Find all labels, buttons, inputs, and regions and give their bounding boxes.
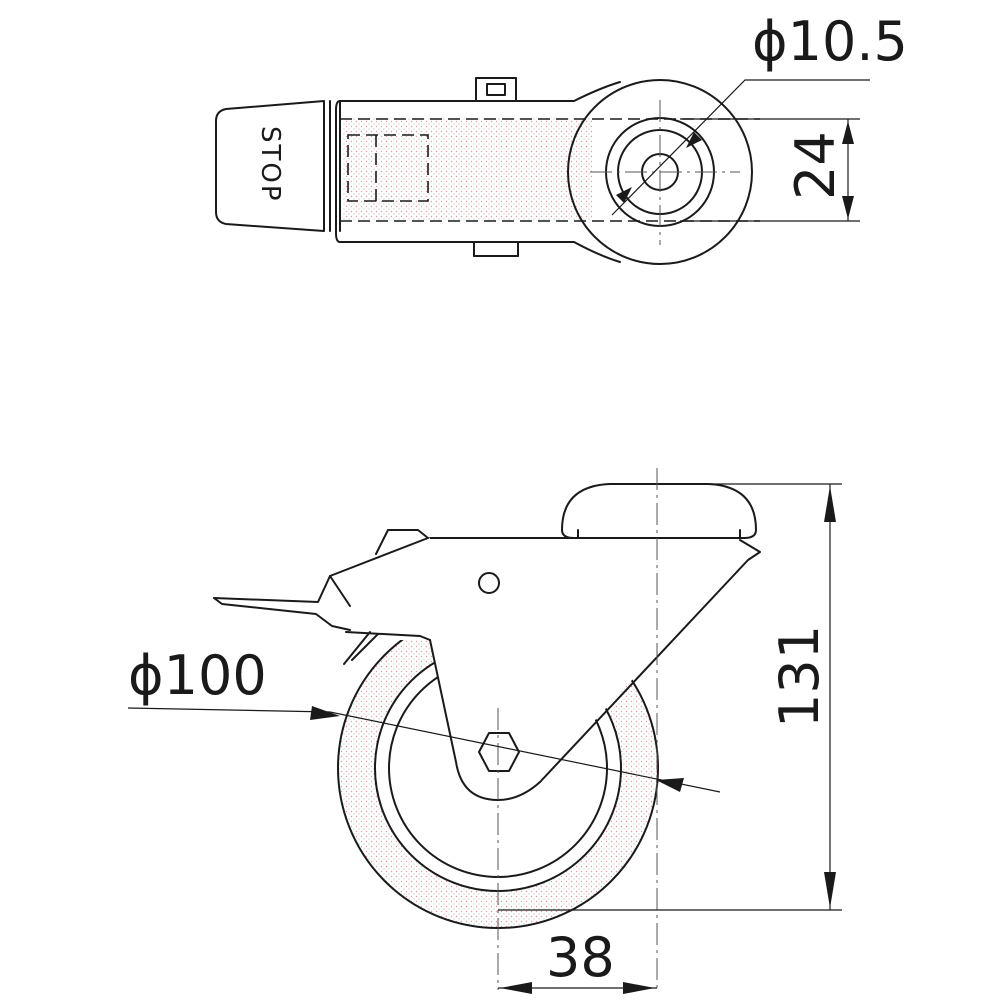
wheel-diameter-dimension: ϕ100 — [127, 644, 721, 793]
bolt-hole-dimension: ϕ10.5 — [611, 10, 908, 216]
wheel-diameter-label: ϕ100 — [128, 644, 267, 707]
offset-label: 38 — [546, 926, 615, 989]
height-dimension: 131 — [498, 483, 842, 911]
top-view: STOP — [215, 10, 908, 265]
bolt-hole-diameter-label: ϕ10.5 — [752, 10, 908, 73]
width-dimension: 24 — [680, 118, 860, 222]
swivel-housing-top — [329, 81, 760, 263]
top-cap — [561, 483, 757, 539]
width-label: 24 — [784, 131, 847, 200]
bolt-boss — [567, 79, 753, 265]
side-view: ϕ100 131 38 — [127, 468, 842, 994]
offset-dimension: 38 — [498, 926, 657, 994]
brake-lever — [213, 529, 431, 665]
brake-stop-label: STOP — [255, 126, 285, 203]
stud-top — [475, 77, 517, 102]
height-label: 131 — [768, 625, 831, 728]
stud-bottom — [473, 241, 519, 257]
brake-pedal: STOP — [215, 100, 325, 232]
